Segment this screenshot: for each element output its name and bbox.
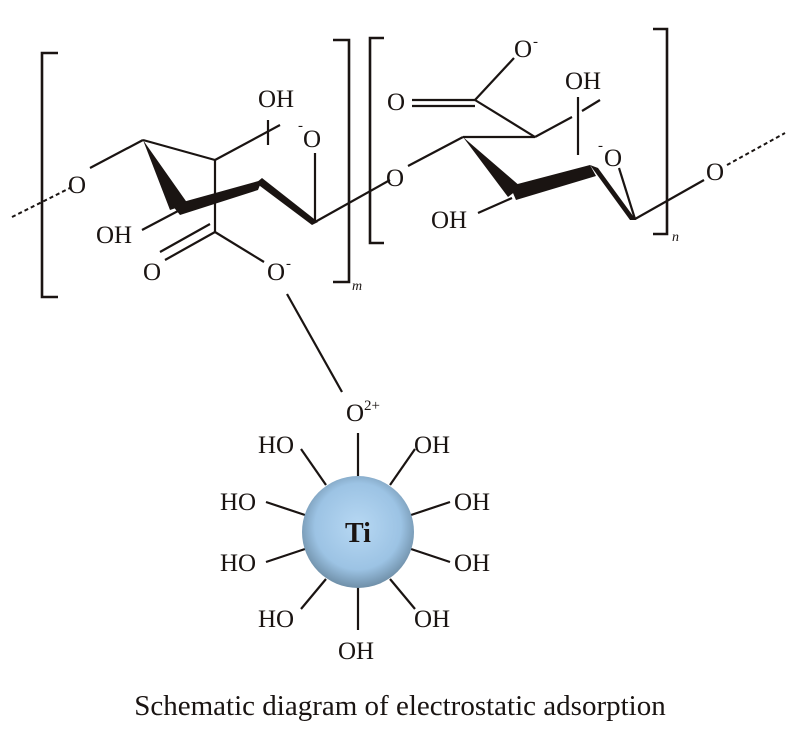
ring-oxygen-anion: O: [604, 145, 622, 172]
ring-oxygen-anion: O: [303, 126, 321, 153]
carboxylate-oxygen: O: [514, 36, 532, 63]
bracket-left-m: [40, 51, 58, 299]
hydroxyl-lower-mid-left: HO: [220, 550, 256, 577]
wedge-bond: [143, 140, 188, 210]
bond: [389, 448, 416, 486]
oxygen-cation-label: O: [346, 400, 364, 427]
hydroxyl-bottom-right: OH: [414, 606, 450, 633]
bond: [141, 210, 179, 231]
bond: [407, 136, 464, 167]
bond: [389, 578, 416, 610]
carbonyl-oxygen: O: [387, 89, 405, 116]
bond: [617, 167, 637, 220]
carbonyl-oxygen: O: [143, 259, 161, 286]
wedge-bond: [256, 178, 318, 225]
hydroxyl-bottom: OH: [96, 222, 132, 249]
bond: [159, 223, 211, 253]
bond: [300, 578, 327, 610]
titanium-label: Ti: [345, 518, 371, 549]
hydroxyl-mid-left: HO: [220, 489, 256, 516]
bracket-right-n: [653, 27, 669, 236]
carboxylate-oxygen: O: [267, 259, 285, 286]
glycosidic-oxygen-right: O: [706, 159, 724, 186]
titanium-sphere: [302, 476, 414, 588]
charge-minus: -: [298, 118, 303, 134]
uronate-unit-n: n O O - OH - O OH O: [368, 27, 786, 245]
bond: [164, 231, 216, 261]
bond: [89, 139, 144, 169]
chain-dash-left: [11, 187, 71, 218]
bond: [581, 99, 601, 112]
bond: [634, 179, 705, 220]
bridge-oxygen: O: [386, 165, 404, 192]
bond: [314, 179, 391, 223]
bond: [214, 231, 265, 263]
hydroxyl-upper-left: HO: [258, 432, 294, 459]
bond: [474, 57, 515, 101]
charge-2plus: 2+: [364, 398, 380, 414]
figure-caption: Schematic diagram of electrostatic adsor…: [134, 690, 666, 722]
bond: [300, 448, 327, 486]
hydroxyl-upper-right: OH: [414, 432, 450, 459]
titanium-particle: O 2+ Ti HO OH HO OH HO OH HO OH OH: [220, 398, 490, 665]
hydroxyl-bottom: OH: [431, 207, 467, 234]
chain-dash-right: [726, 132, 786, 166]
bond: [410, 547, 451, 564]
bond: [214, 124, 281, 161]
bold-bond: [510, 165, 596, 200]
bracket-right-m: [333, 38, 351, 284]
bold-bond: [172, 180, 262, 215]
hydroxyl-top: OH: [565, 68, 601, 95]
bond: [534, 116, 573, 138]
uronate-unit-m: m O OH - O OH O O - O: [11, 38, 404, 299]
hydroxyl-top: OH: [258, 86, 294, 113]
bond: [265, 500, 306, 517]
hydroxyl-mid-right: OH: [454, 489, 490, 516]
subscript-n: n: [672, 230, 679, 245]
glycosidic-oxygen-left: O: [68, 172, 86, 199]
charge-minus: -: [286, 256, 291, 272]
charge-minus: -: [598, 138, 603, 154]
bond: [142, 138, 216, 162]
charge-minus: -: [533, 34, 538, 50]
bond: [474, 99, 536, 138]
bond: [265, 547, 306, 564]
electrostatic-interaction-line: [286, 293, 343, 393]
hydroxyl-lower-mid-right: OH: [454, 550, 490, 577]
hydroxyl-bottom: OH: [338, 638, 374, 665]
subscript-m: m: [352, 279, 362, 294]
bond: [477, 196, 513, 215]
bond: [410, 500, 451, 517]
hydroxyl-bottom-left: HO: [258, 606, 294, 633]
wedge-bond: [590, 165, 636, 220]
wedge-bond: [463, 137, 521, 197]
bracket-left-n: [368, 36, 384, 245]
